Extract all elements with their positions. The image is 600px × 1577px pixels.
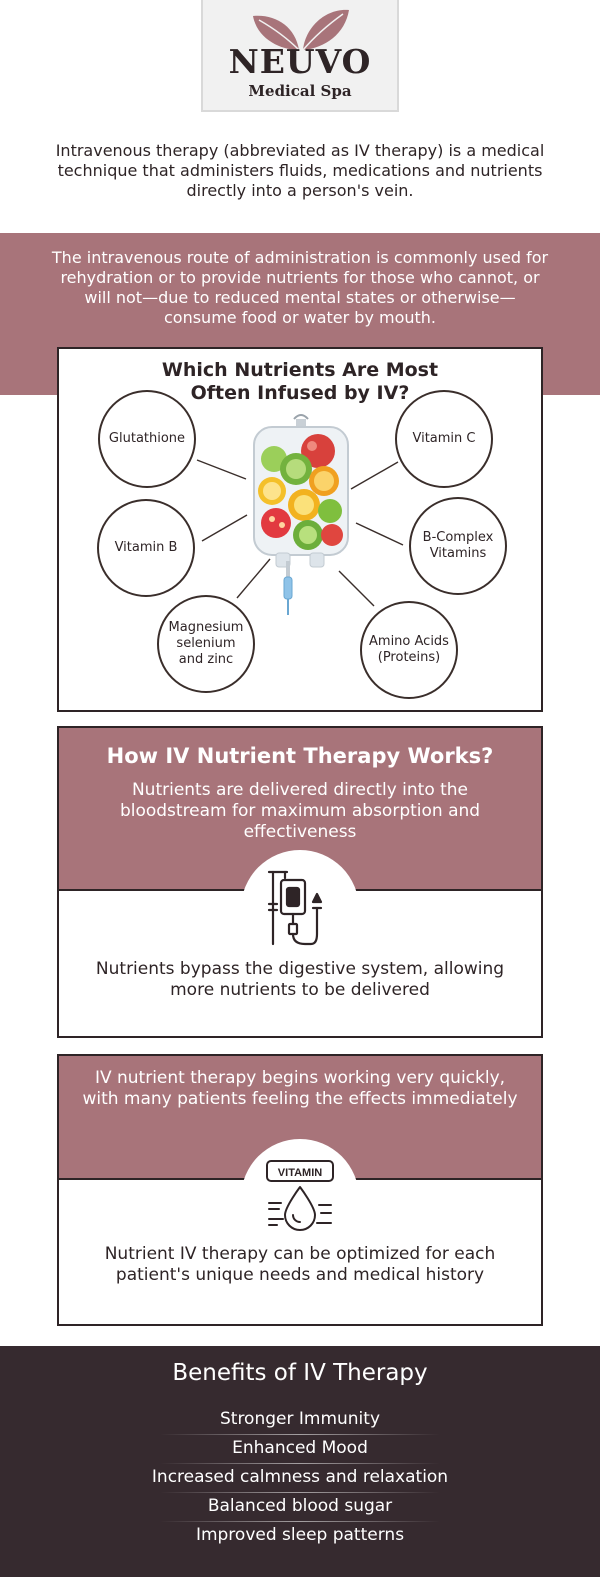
how-it-works-card: How IV Nutrient Therapy Works? Nutrients… [57,726,543,1038]
how-card-header: How IV Nutrient Therapy Works? Nutrients… [59,728,541,891]
speed-top-text: IV nutrient therapy begins working very … [82,1068,518,1109]
nutrient-glutathione: Glutathione [98,390,196,488]
nutrient-vitamin-b: Vitamin B [97,499,195,597]
nutrients-card: Which Nutrients Are Most Often Infused b… [57,347,543,712]
nutrients-title: Which Nutrients Are Most Often Infused b… [161,359,439,404]
speed-icon-badge: VITAMIN [241,1139,359,1257]
how-icon-badge [241,850,359,968]
nutrient-magnesium-selenium-zinc: Magnesium selenium and zinc [157,595,255,693]
nutrient-b-complex: B-Complex Vitamins [409,497,507,595]
how-title: How IV Nutrient Therapy Works? [106,744,494,768]
nutrient-vitamin-c: Vitamin C [395,390,493,488]
vitamin-label: VITAMIN [278,1167,322,1179]
connector-lines [196,459,404,607]
iv-drip-icon [267,870,323,946]
vitamin-drop-icon: VITAMIN [266,1160,334,1231]
logo-subtitle: Medical Spa [248,82,352,100]
benefit-item: Improved sleep patterns [195,1525,405,1545]
leaves-icon [253,9,349,51]
nutrient-amino-acids: Amino Acids (Proteins) [360,601,458,699]
speed-bottom-text: Nutrient IV therapy can be optimized for… [104,1244,496,1285]
logo: NEUVO Medical Spa [201,0,399,112]
benefit-divider [160,1463,440,1464]
benefit-divider [160,1434,440,1435]
how-bottom-text: Nutrients bypass the digestive system, a… [95,959,505,1000]
how-subtitle: Nutrients are delivered directly into th… [119,780,481,842]
speed-card: IV nutrient therapy begins working very … [57,1054,543,1326]
benefit-divider [160,1492,440,1493]
iv-bag-fruit-icon [253,414,349,615]
benefit-item: Increased calmness and relaxation [151,1467,449,1487]
benefit-divider [160,1521,440,1522]
logo-name: NEUVO [228,42,372,81]
benefits-section: Benefits of IV Therapy Stronger Immunity… [0,1346,600,1577]
benefit-item: Enhanced Mood [232,1438,368,1458]
benefit-item: Balanced blood sugar [207,1496,393,1516]
intro-text: Intravenous therapy (abbreviated as IV t… [55,141,545,200]
benefits-title: Benefits of IV Therapy [172,1360,428,1386]
benefit-item: Stronger Immunity [219,1409,381,1429]
info-band-text: The intravenous route of administration … [51,248,549,327]
